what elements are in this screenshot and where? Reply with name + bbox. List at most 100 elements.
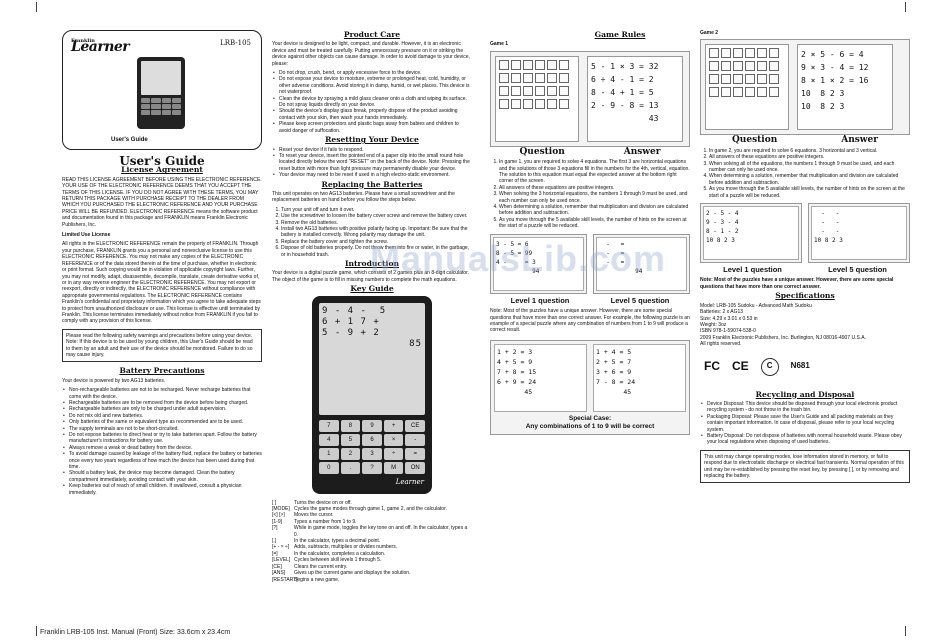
list-item: Batteries: 2 x AG13	[700, 309, 744, 316]
recycle-heading: Recycling and Disposal	[755, 389, 855, 399]
replace-intro: This unit operates on two AG13 batteries…	[272, 190, 455, 204]
battery-heading: Battery Precautions	[119, 366, 205, 376]
game1-label: Game 1	[490, 41, 509, 48]
list-item: Rechargeable batteries are to be removed…	[62, 400, 262, 407]
question-label: Question	[731, 135, 778, 146]
n681-label: N681	[790, 361, 810, 371]
intro-heading: Introduction	[344, 259, 400, 268]
list-item: Rechargeable batteries are only to be ch…	[62, 406, 262, 413]
certification-logos: FC CE C N681	[704, 357, 910, 376]
list-item: As you move through the 5 available skil…	[499, 217, 690, 230]
special-caption: Special Case:	[568, 414, 612, 422]
list-item: Do not drop, crush, bend, or apply exces…	[272, 70, 472, 77]
list-item: Turn your unit off and turn it over.	[281, 207, 472, 213]
limited-text: All rights in the ELECTRONIC REFERENCE r…	[62, 241, 261, 325]
device-logo: Learner	[395, 478, 424, 487]
reset-heading: Resetting Your Device	[325, 135, 419, 145]
table-row: [LEVEL]Cycles between skill levels 1 thr…	[272, 557, 382, 564]
list-item: Do not expose batteries to direct heat o…	[62, 432, 262, 445]
list-item: As you move through the 5 available skil…	[709, 186, 910, 199]
table-row: [.]In the calculator, types a decimal po…	[272, 538, 381, 545]
license-text: READ THIS LICENSE AGREEMENT BEFORE USING…	[62, 176, 262, 228]
spec-heading: Specifications	[775, 291, 835, 301]
list-item: Only batteries of the same or equivalent…	[62, 419, 262, 426]
recycle-list: Device Disposal: This device should be d…	[700, 401, 910, 446]
list-item: Please keep screen protectors and plasti…	[272, 121, 472, 134]
care-intro: Your device is designed to be light, com…	[272, 41, 470, 67]
ce-logo: CE	[732, 359, 749, 374]
safety-note-box: Please read the following safety warning…	[62, 328, 262, 363]
intro-text: Your device is a digital puzzle game, wh…	[272, 270, 469, 283]
special-caption-2: Any combinations of 1 to 9 will be corre…	[525, 422, 655, 430]
list-item: Packaging Disposal: Please save the User…	[700, 414, 910, 433]
game2-label: Game 2	[700, 30, 719, 36]
list-item: All answers of these equations are posit…	[709, 154, 910, 160]
keyguide-heading: Key Guide	[350, 284, 394, 294]
table-row: [ ]Turns the device on or off.	[272, 499, 352, 506]
list-item: 2009 Franklin Electronic Publishers, Inc…	[700, 334, 866, 341]
level5-screen: - = - = - = 94	[593, 233, 690, 294]
list-item: When solving all of the equations, the n…	[709, 161, 910, 174]
list-item: Remove the old batteries.	[281, 220, 472, 226]
key-table: [ ]Turns the device on or off. [MODE]Cyc…	[272, 500, 472, 583]
list-item: When solving the 3 horizontal equations,…	[499, 191, 690, 204]
game-rules-heading: Game Rules	[594, 30, 646, 39]
list-item: The supply terminals are not to be short…	[62, 426, 262, 433]
level5-screen: - - - - - - 10 8 2 3	[808, 203, 910, 264]
crop-mark	[905, 626, 906, 636]
game2-rules: In game 2, you are required to solve 6 e…	[709, 148, 910, 199]
device-illustration	[137, 57, 185, 129]
answer-label: Answer	[623, 146, 661, 157]
care-list: Do not drop, crush, bend, or apply exces…	[272, 70, 472, 134]
list-item: Always remove a weak or dead battery fro…	[62, 445, 262, 452]
list-item: Battery Disposal: Do not dispose of batt…	[700, 433, 910, 446]
question-label: Question	[519, 146, 565, 157]
list-item: Install two AG13 batteries with positive…	[281, 226, 472, 239]
battery-intro: Your device is powered by two AG13 batte…	[62, 377, 166, 384]
battery-list: Non-rechargeable batteries are not to be…	[62, 387, 262, 496]
list-item: Use the screwdriver to loosen the batter…	[281, 213, 472, 219]
special-note: Note: Most of the puzzles have a unique …	[490, 308, 690, 334]
list-item: Your device may need to be reset if used…	[272, 172, 472, 179]
list-item: All rights reserved.	[700, 341, 742, 348]
list-item: Keep batteries out of reach of small chi…	[62, 483, 262, 496]
model-number: LRB-105	[220, 39, 251, 47]
table-row: [ANS]Gives up the current game and displ…	[272, 570, 411, 577]
list-item: All answers of these equations are posit…	[499, 185, 690, 191]
list-item: Size: 4.29 x 3.01 x 0.53 in	[700, 315, 758, 322]
list-item: In game 1, you are required to solve 4 e…	[499, 159, 690, 185]
question-screen	[495, 55, 579, 142]
level1-label: Level 1 question	[510, 295, 570, 305]
list-item: ISBN 978-1-59074-538-0	[700, 328, 756, 335]
list-item: Model: LRB-105 Sudoku - Advanced Math Su…	[700, 302, 812, 309]
replace-heading: Replacing the Batteries	[321, 179, 423, 189]
reset-list: Reset your device if it fails to respond…	[272, 147, 472, 179]
license-heading: License Agreement	[121, 165, 203, 175]
fcc-logo: FC	[704, 359, 720, 374]
table-row: [1-9]Types a number from 1 to 9.	[272, 518, 357, 525]
special-right-screen: 1 + 4 = 5 2 + 5 = 7 3 + 6 = 9 7 - 8 = 24…	[593, 343, 686, 412]
replace-steps: Turn your unit off and turn it over. Use…	[281, 207, 472, 258]
special-left-screen: 1 + 2 = 3 4 + 5 = 9 7 + 8 = 15 6 + 9 = 2…	[494, 343, 587, 412]
device-display: 9 - 4 - 5 6 + 1 7 + 5 - 9 + 2 85	[319, 302, 425, 415]
footer-caption: Franklin LRB-105 Inst. Manual (Front) Si…	[40, 629, 231, 636]
list-item: In game 2, you are required to solve 6 e…	[709, 148, 910, 154]
table-row: [CE]Clears the current entry.	[272, 563, 348, 570]
special-case-panel: 1 + 2 = 3 4 + 5 = 9 7 + 8 = 15 6 + 9 = 2…	[490, 339, 690, 435]
list-item: To avoid damage caused by leakage of the…	[62, 451, 262, 470]
page-title: User's Guide	[119, 154, 205, 168]
crop-mark	[36, 626, 37, 636]
list-item: Replace the battery cover and tighten th…	[281, 239, 472, 245]
table-row: [RESTART]Begins a new game.	[272, 576, 340, 583]
list-item: Do not mix old and new batteries.	[62, 413, 262, 420]
